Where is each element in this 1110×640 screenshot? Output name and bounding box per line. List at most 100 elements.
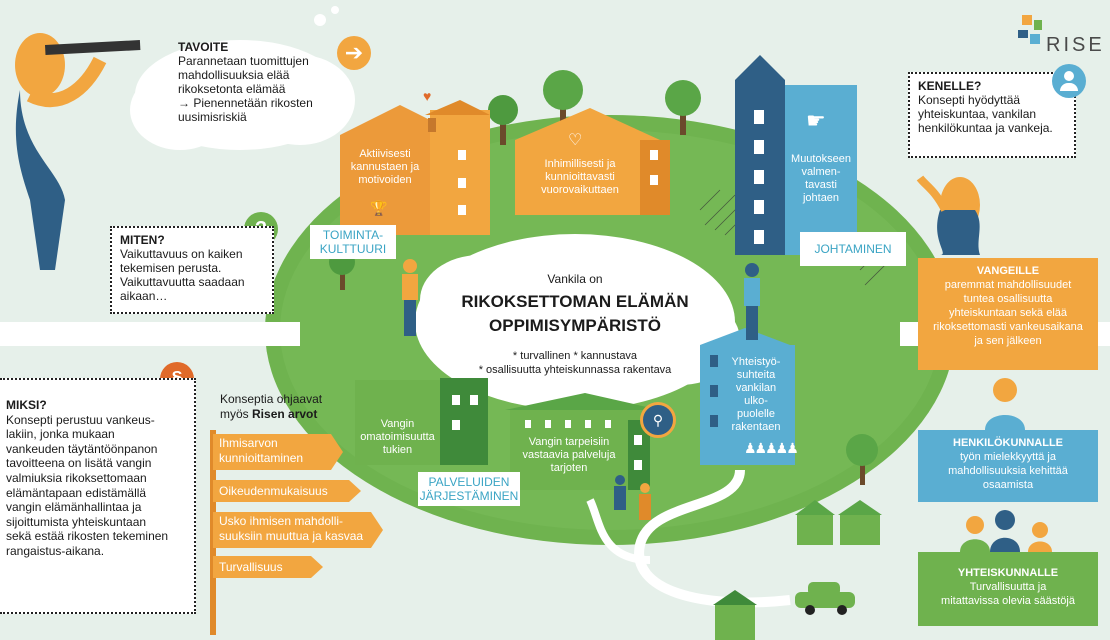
house-culture (340, 100, 490, 235)
center-block: Vankila on RIKOKSETTOMAN ELÄMÄN OPPIMISY… (455, 272, 695, 376)
house-text-line: rakentaen (731, 421, 781, 433)
label-line: PALVELUIDEN (428, 475, 510, 489)
why-line: lakiin, jonka mukaan (6, 427, 115, 442)
prisoners-line: paremmat mahdollisuudet (944, 279, 1072, 291)
goal-line: mahdollisuuksia elää (178, 68, 290, 82)
who-line: henkilökuntaa ja vankeja. (918, 121, 1053, 135)
house-text-line: suhteita (736, 369, 776, 381)
why-heading: MIKSI? (6, 398, 47, 412)
center-bullet: * turvallinen * kannustava (512, 350, 638, 362)
heart-icon: ♡ (568, 132, 583, 149)
value-item: Turvallisuus (213, 556, 323, 578)
value-item: Ihmisarvon kunnioittaminen (213, 434, 343, 470)
house-text-line: ulko- (744, 395, 768, 407)
house-text-line: vuorovaikuttaen (541, 184, 619, 196)
why-box: MIKSI? Konsepti perustuu vankeus- lakiin… (0, 378, 196, 614)
how-line: Vaikuttavuus on kaiken (120, 247, 243, 261)
values-intro-bold: Risen arvot (252, 407, 318, 421)
goal-cloud (130, 6, 355, 150)
house-text-line: Vangin tarpeisiin (528, 436, 610, 448)
house-text-line: valmen- (801, 166, 841, 178)
house-text-line: tavasti (805, 179, 837, 191)
person-telescope (15, 33, 141, 270)
house-cooperation-text: Yhteistyö- suhteita vankilan ulko- puole… (718, 356, 794, 434)
arrow-right-icon: ➔ (337, 36, 371, 70)
car (795, 582, 855, 615)
house-text-line: vastaavia palveluja (522, 449, 616, 461)
house-text-line: Muutokseen (791, 153, 851, 165)
values-intro-line: Konseptia ohjaavat (220, 392, 323, 406)
value-item: Usko ihmisen mahdolli- suuksiin muuttua … (213, 512, 383, 548)
house-independence-text: Vangin omatoimisuutta tukien (355, 418, 440, 457)
goal-heading: TAVOITE (178, 40, 229, 54)
house-text-line: Aktiivisesti (359, 148, 411, 160)
value-item-line: Ihmisarvon (219, 436, 278, 450)
house-text-line: kunnioittavasti (545, 171, 615, 183)
why-line: valmiuksia rikoksettomaan (6, 470, 147, 485)
how-heading: MITEN? (120, 233, 165, 247)
user-icon (1052, 64, 1086, 98)
prisoners-line: ja sen jälkeen (974, 335, 1042, 347)
label-line: JÄRJESTÄMINEN (419, 489, 519, 503)
values-intro-prefix: myös (220, 407, 253, 421)
rise-logo-mark (1018, 15, 1042, 44)
society-box: YHTEISKUNNALLE Turvallisuutta ja mitatta… (918, 552, 1098, 626)
values-intro: Konseptia ohjaavat myös Risen arvot (220, 392, 322, 422)
house-interaction (515, 108, 670, 215)
staff-person (985, 378, 1025, 430)
society-line: mitattavissa olevia säästöjä (941, 595, 1075, 607)
staff-line: osaamista (982, 479, 1034, 491)
keyhole-icon: ⚲ (640, 402, 676, 438)
house-text-line: Inhimillisesti ja (544, 158, 616, 170)
why-line: vangin elämänhallintaa ja (6, 500, 142, 515)
goal-block: TAVOITE Parannetaan tuomittujen mahdolli… (178, 40, 348, 124)
logo-text: RISE (1046, 34, 1105, 56)
how-line: Vaikuttavuutta saadaan (120, 275, 245, 289)
staff-box: HENKILÖKUNNALLE työn mielekkyyttä ja mah… (918, 430, 1098, 502)
house-leadership-text: Muutokseen valmen- tavasti johtaen (785, 153, 857, 205)
value-item-line: Oikeudenmukaisuus (219, 484, 328, 498)
how-box: MITEN? Vaikuttavuus on kaiken tekemisen … (110, 226, 274, 314)
staff-heading: HENKILÖKUNNALLE (953, 437, 1063, 449)
center-title-1: RIKOKSETTOMAN ELÄMÄN (461, 292, 689, 311)
house-interaction-text: Inhimillisesti ja kunnioittavasti vuorov… (520, 158, 640, 197)
person-right (916, 175, 980, 255)
tree-group (329, 70, 878, 485)
how-line: aikaan… (120, 289, 168, 303)
house-text-line: puolelle (737, 408, 775, 420)
goal-line: uusimisriskiä (178, 110, 247, 124)
house-text-line: vankilan (735, 382, 777, 394)
why-line: tavoitteena on lisätä vangin (6, 456, 152, 471)
house-text-line: Vangin (380, 418, 415, 430)
label-line: KULTTUURI (319, 242, 387, 256)
why-line: Konsepti perustuu vankeus- (6, 412, 155, 427)
house-services (505, 393, 660, 490)
house-cooperation (700, 328, 795, 465)
heart-icon: ♥ (423, 88, 432, 104)
goal-line: Parannetaan tuomittujen (178, 54, 309, 68)
house-services-text: Vangin tarpeisiin vastaavia palveluja ta… (510, 436, 628, 475)
house-text-line: kannustaen ja (350, 161, 420, 173)
why-line: sijoittumista yhteiskuntaan (6, 514, 147, 529)
value-item-line: Usko ihmisen mahdolli- (219, 514, 344, 528)
how-line: tekemisen perusta. (120, 261, 222, 275)
value-item-line: Turvallisuus (219, 560, 283, 574)
who-line: yhteiskuntaa, vankilan (918, 107, 1037, 121)
staff-line: mahdollisuuksia kehittää (948, 465, 1068, 477)
prisoners-line: tuntea osallisuutta (963, 293, 1053, 305)
house-text-line: tarjoten (550, 462, 588, 474)
center-title-2: OPPIMISYMPÄRISTÖ (489, 316, 661, 335)
center-bullet: * osallisuutta yhteiskunnassa rakentava (478, 364, 672, 376)
why-line: sekä estää rikosten tekeminen (6, 529, 169, 544)
pointing-hand-icon: ☛ (806, 108, 826, 133)
label-culture: TOIMINTA- KULTTUURI (310, 225, 396, 259)
society-people (960, 510, 1052, 552)
label-line: TOIMINTA- (322, 228, 384, 242)
trophy-icon: 🏆 (370, 200, 388, 216)
value-item-line: suuksiin muuttua ja kasvaa (219, 529, 364, 543)
who-heading: KENELLE? (918, 79, 982, 93)
why-line: vankeuden täytäntöönpanon (6, 441, 158, 456)
center-intro: Vankila on (547, 272, 603, 286)
house-independence (355, 378, 488, 465)
who-line: Konsepti hyödyttää (918, 93, 1021, 107)
